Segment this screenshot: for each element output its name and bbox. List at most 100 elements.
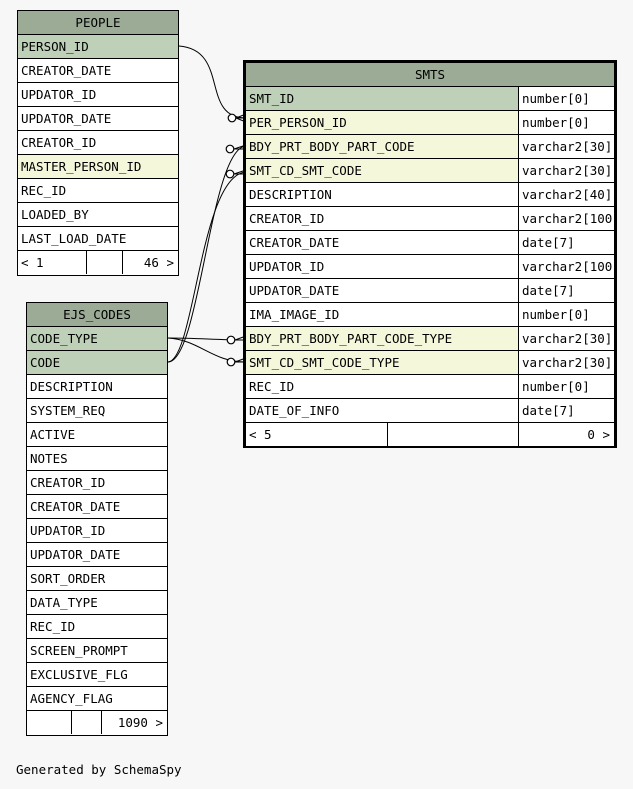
column-creator-id[interactable]: CREATOR_ID	[27, 471, 167, 494]
column-updator-id[interactable]: UPDATOR_ID	[18, 83, 178, 106]
column-name[interactable]: PER_PERSON_ID	[246, 111, 518, 134]
children-count[interactable]: 0 >	[518, 423, 614, 446]
table-row[interactable]: REC_ID	[18, 179, 178, 203]
column-sort-order[interactable]: SORT_ORDER	[27, 567, 167, 590]
column-agency-flag[interactable]: AGENCY_FLAG	[27, 687, 167, 710]
table-row[interactable]: UPDATOR_DATE	[18, 107, 178, 131]
column-name[interactable]: DATE_OF_INFO	[246, 399, 518, 422]
column-loaded-by[interactable]: LOADED_BY	[18, 203, 178, 226]
crowfoot-marker	[234, 335, 247, 341]
table-row[interactable]: CODE_TYPE	[27, 327, 167, 351]
parents-count[interactable]: < 5	[246, 423, 387, 446]
table-row[interactable]: SYSTEM_REQ	[27, 399, 167, 423]
table-row[interactable]: DESCRIPTION	[27, 375, 167, 399]
footer-spacer	[71, 711, 101, 734]
table-row[interactable]: CREATOR_ID	[27, 471, 167, 495]
column-name[interactable]: SMT_CD_SMT_CODE_TYPE	[246, 351, 518, 374]
column-data-type[interactable]: DATA_TYPE	[27, 591, 167, 614]
column-system-req[interactable]: SYSTEM_REQ	[27, 399, 167, 422]
column-code[interactable]: CODE	[27, 351, 167, 374]
column-name[interactable]: UPDATOR_ID	[246, 255, 518, 278]
relationship-end-circle	[227, 113, 237, 123]
people-footer: < 1 46 >	[18, 251, 178, 275]
column-creator-date[interactable]: CREATOR_DATE	[18, 59, 178, 82]
relationship-end-circle	[225, 144, 235, 154]
table-row[interactable]: REC_ID	[27, 615, 167, 639]
parents-count[interactable]: < 1	[18, 251, 86, 274]
table-row[interactable]: LAST_LOAD_DATE	[18, 227, 178, 251]
column-rec-id[interactable]: REC_ID	[27, 615, 167, 638]
relationship-body-part-code	[167, 145, 247, 363]
column-person-id[interactable]: PERSON_ID	[18, 35, 178, 58]
column-name[interactable]: BDY_PRT_BODY_PART_CODE	[246, 135, 518, 158]
column-updator-date[interactable]: UPDATOR_DATE	[27, 543, 167, 566]
relationship-end-circle	[225, 169, 235, 179]
table-row[interactable]: UPDATOR_DATE	[27, 543, 167, 567]
table-row[interactable]: DATA_TYPE	[27, 591, 167, 615]
column-type: number[0]	[518, 303, 614, 326]
table-row[interactable]: CREATOR_DATE	[27, 495, 167, 519]
children-count[interactable]: 1090 >	[101, 711, 167, 734]
column-name[interactable]: SMT_CD_SMT_CODE	[246, 159, 518, 182]
ejs-codes-table[interactable]: EJS_CODES CODE_TYPE CODE DESCRIPTION SYS…	[26, 302, 168, 736]
column-master-person-id[interactable]: MASTER_PERSON_ID	[18, 155, 178, 178]
column-name[interactable]: CREATOR_DATE	[246, 231, 518, 254]
table-row[interactable]: PERSON_ID	[18, 35, 178, 59]
column-name[interactable]: BDY_PRT_BODY_PART_CODE_TYPE	[246, 327, 518, 350]
column-rec-id[interactable]: REC_ID	[18, 179, 178, 202]
table-row[interactable]: CODE	[27, 351, 167, 375]
relationship-person-id	[178, 45, 247, 119]
table-row[interactable]: NOTES	[27, 447, 167, 471]
column-name[interactable]: UPDATOR_DATE	[246, 279, 518, 302]
column-updator-date[interactable]: UPDATOR_DATE	[18, 107, 178, 130]
table-row[interactable]: EXCLUSIVE_FLG	[27, 663, 167, 687]
table-row[interactable]: UPDATOR_ID	[18, 83, 178, 107]
people-table[interactable]: PEOPLE PERSON_ID CREATOR_DATE UPDATOR_ID…	[17, 10, 179, 276]
column-type: number[0]	[518, 375, 614, 398]
table-row[interactable]: LOADED_BY	[18, 203, 178, 227]
crowfoot-marker	[233, 144, 247, 150]
table-row[interactable]: ACTIVE	[27, 423, 167, 447]
column-name[interactable]: DESCRIPTION	[246, 183, 518, 206]
column-active[interactable]: ACTIVE	[27, 423, 167, 446]
column-name[interactable]: REC_ID	[246, 375, 518, 398]
column-type: varchar2[30]	[518, 327, 614, 350]
column-last-load-date[interactable]: LAST_LOAD_DATE	[18, 227, 178, 250]
column-name[interactable]: CREATOR_ID	[246, 207, 518, 230]
table-row[interactable]: SORT_ORDER	[27, 567, 167, 591]
parents-count[interactable]	[27, 711, 71, 734]
column-screen-prompt[interactable]: SCREEN_PROMPT	[27, 639, 167, 662]
table-row[interactable]: CREATOR_DATE	[18, 59, 178, 83]
column-code-type[interactable]: CODE_TYPE	[27, 327, 167, 350]
children-count[interactable]: 46 >	[122, 251, 178, 274]
column-creator-id[interactable]: CREATOR_ID	[18, 131, 178, 154]
table-row[interactable]: MASTER_PERSON_ID	[18, 155, 178, 179]
column-description[interactable]: DESCRIPTION	[27, 375, 167, 398]
table-row[interactable]: SCREEN_PROMPT	[27, 639, 167, 663]
column-creator-date[interactable]: CREATOR_DATE	[27, 495, 167, 518]
column-name[interactable]: IMA_IMAGE_ID	[246, 303, 518, 326]
table-row[interactable]: CREATOR_ID	[18, 131, 178, 155]
table-row[interactable]: AGENCY_FLAG	[27, 687, 167, 711]
column-notes[interactable]: NOTES	[27, 447, 167, 470]
column-name[interactable]: SMT_ID	[246, 87, 518, 110]
column-exclusive-flg[interactable]: EXCLUSIVE_FLG	[27, 663, 167, 686]
table-row[interactable]: UPDATOR_ID	[27, 519, 167, 543]
column-updator-id[interactable]: UPDATOR_ID	[27, 519, 167, 542]
